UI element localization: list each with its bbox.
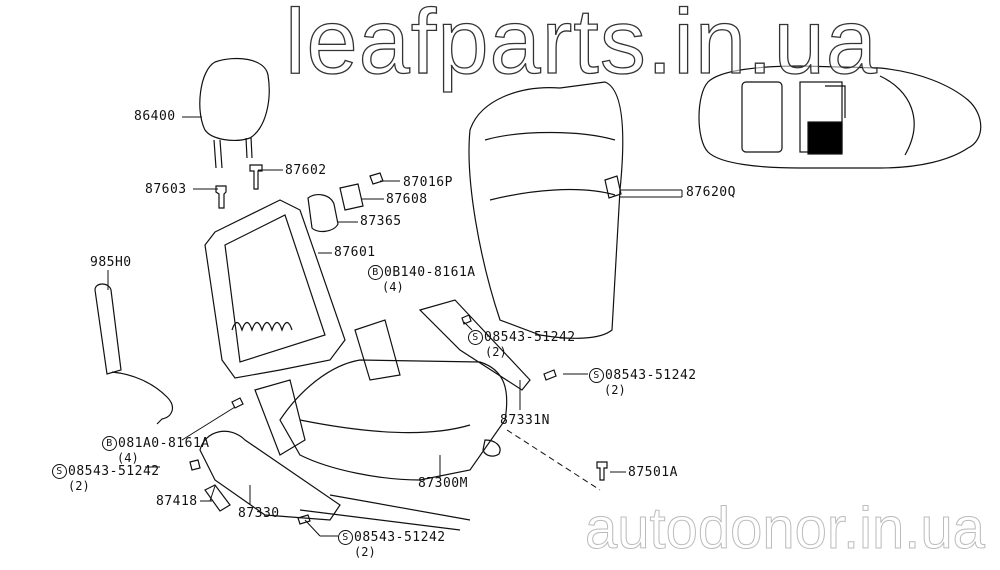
seatback-cover-part <box>468 81 624 339</box>
leader-lines <box>107 116 683 537</box>
part-label-87608[interactable]: 87608 <box>386 192 428 207</box>
bolts <box>189 314 608 525</box>
part-label-87620Q[interactable]: 87620Q <box>686 185 736 200</box>
screw-part-number: 08543-51242 <box>484 330 576 345</box>
screw-quantity: (2) <box>68 479 90 493</box>
part-label-87501A[interactable]: 87501A <box>628 465 678 480</box>
bolt-type-badge: B <box>102 436 117 451</box>
screw-quantity: (2) <box>354 545 376 559</box>
screw-type-badge: S <box>468 330 483 345</box>
bolt-quantity: (4) <box>382 280 404 294</box>
screw-part-number: 08543-51242 <box>68 464 160 479</box>
car-locator-icon <box>698 65 982 169</box>
headrest-part <box>199 57 270 169</box>
part-label-87016P[interactable]: 87016P <box>403 175 453 190</box>
seatback-frame-part <box>204 199 346 379</box>
screw-part-number: 08543-51242 <box>354 530 446 545</box>
part-label-87330[interactable]: 87330 <box>238 506 280 521</box>
screw-type-badge: S <box>52 464 67 479</box>
part-label-87602[interactable]: 87602 <box>285 163 327 178</box>
bolt-type-badge: B <box>368 265 383 280</box>
bolt-part-number: 0B140-8161A <box>384 265 476 280</box>
small-parts <box>215 164 384 233</box>
watermark-autodonor: autodonor.in.ua <box>585 496 986 561</box>
screw-part-number: 08543-51242 <box>605 368 697 383</box>
screw-quantity: (2) <box>604 383 626 397</box>
part-label-87331N[interactable]: 87331N <box>500 413 550 428</box>
screw-type-badge: S <box>338 530 353 545</box>
part-label-86400[interactable]: 86400 <box>134 109 176 124</box>
screw-type-badge: S <box>589 368 604 383</box>
screw-quantity: (2) <box>485 345 507 359</box>
seat-cushion-part <box>199 299 531 531</box>
side-airbag-part <box>94 283 174 425</box>
part-label-87603[interactable]: 87603 <box>145 182 187 197</box>
part-label-87365[interactable]: 87365 <box>360 214 402 229</box>
part-label-87418[interactable]: 87418 <box>156 494 198 509</box>
watermark-leafparts: leafparts.in.ua <box>284 0 878 93</box>
part-label-87300M[interactable]: 87300M <box>418 476 468 491</box>
part-label-87601[interactable]: 87601 <box>334 245 376 260</box>
bolt-part-number: 081A0-8161A <box>118 436 210 451</box>
part-label-985H0[interactable]: 985H0 <box>90 255 132 270</box>
bolt-quantity: (4) <box>117 451 139 465</box>
